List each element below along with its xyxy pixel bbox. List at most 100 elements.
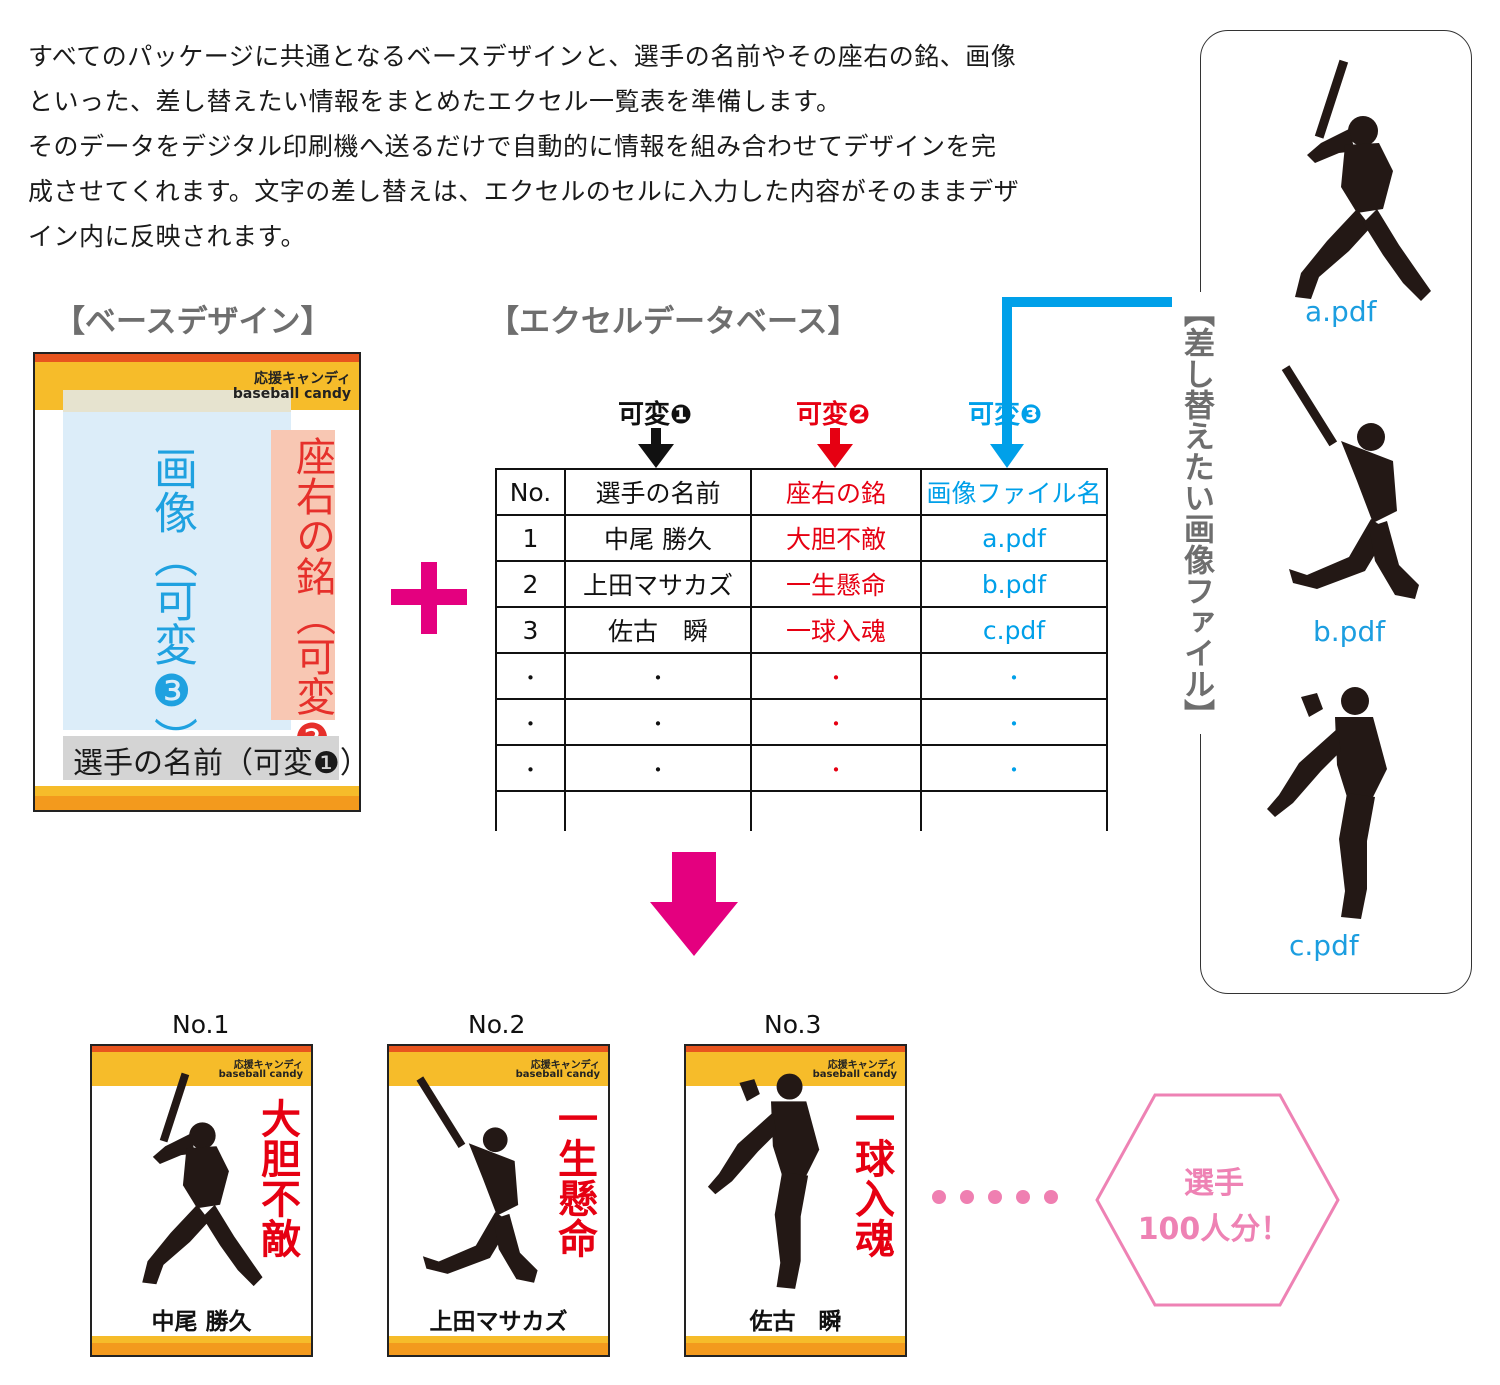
brand-jp: 応援キャンディ [530,1060,600,1071]
image-files-title: 【差し替えたい画像ファイル】 [1174,292,1219,734]
cell-ellipsis: ・ [495,698,566,746]
dot [932,1190,946,1204]
variable-2-label: 可変❷ [796,400,871,430]
database-heading: 【エクセルデータベース】 [488,304,859,340]
pitcher-silhouette-icon [1267,687,1387,919]
cell-ellipsis: ・ [750,652,922,700]
brand-jp: 応援キャンディ [253,371,351,387]
arrow-down-icon [638,428,674,468]
cell-motto: 一生懸命 [750,560,922,608]
cell-no: 3 [495,606,566,654]
dot [1044,1190,1058,1204]
cell-no: 2 [495,560,566,608]
bottom-yellow-band [35,786,359,796]
output-card-3: 応援キャンディ baseball candy 一球入魂 佐古 瞬 [684,1044,907,1357]
batter-silhouette-icon [142,1072,263,1287]
table-row: ・ ・ ・ ・ [495,652,1108,700]
output-card-2: 応援キャンディ baseball candy 一生懸命 上田マサカズ [387,1044,610,1357]
bottom-orange-band [389,1343,608,1355]
summary-line-2: 100人分！ [1137,1212,1291,1247]
cell-ellipsis: ・ [920,698,1108,746]
intro-line: といった、差し替えたい情報をまとめたエクセル一覧表を準備します。 [28,87,842,116]
cell-empty [750,790,922,831]
batter-silhouette-icon [1295,59,1431,301]
brand-en: baseball candy [218,1069,303,1080]
name-variable-label: 選手の名前（可変❶） [73,746,361,781]
bottom-yellow-band [92,1336,311,1343]
swinging-batter-silhouette-icon [1281,365,1419,599]
excel-database-table: No. 選手の名前 座右の銘 画像ファイル名 1 中尾 勝久 大胆不敵 a.pd… [495,468,1108,831]
cell-ellipsis: ・ [495,652,566,700]
bottom-orange-band [686,1343,905,1355]
output-motto: 一生懸命 [551,1098,598,1258]
top-yellow-band [92,1052,311,1086]
pitcher-silhouette-icon [707,1073,820,1289]
table-header-row: No. 選手の名前 座右の銘 画像ファイル名 [495,468,1108,516]
file-b-label: b.pdf [1313,615,1386,648]
cell-ellipsis: ・ [920,652,1108,700]
table-row: ・ ・ ・ ・ [495,744,1108,792]
cell-empty [920,790,1108,831]
dot [988,1190,1002,1204]
table-row: ・ ・ ・ ・ [495,698,1108,746]
output-player-name: 中尾 勝久 [151,1308,252,1335]
summary-line-1: 選手 [1184,1166,1244,1201]
cell-ellipsis: ・ [920,744,1108,792]
image-placeholder [63,390,291,730]
intro-line: 成させてくれます。文字の差し替えは、エクセルのセルに入力した内容がそのままデザ [28,177,1020,206]
base-design-card: 応援キャンディ baseball candy 画像（可変❸） 座右の銘（可変❷）… [33,352,361,812]
swinging-batter-silhouette-icon [416,1076,538,1283]
image-file-connector [990,297,1172,468]
cell-ellipsis: ・ [564,652,752,700]
bottom-orange-band [92,1343,311,1355]
image-variable-label: 画像（可変❸） [146,446,197,761]
file-c-label: c.pdf [1289,929,1359,962]
table-row: 3 佐古 瞬 一球入魂 c.pdf [495,606,1108,654]
intro-line: イン内に反映されます。 [28,222,307,251]
intro-line: そのデータをデジタル印刷機へ送るだけで自動的に情報を組み合わせてデザインを完 [28,132,997,161]
top-red-band [389,1046,608,1052]
output-player-name: 上田マサカズ [429,1308,568,1335]
top-red-band [92,1046,311,1052]
top-red-band [35,354,359,362]
arrow-down-icon [817,428,853,468]
col-motto-header: 座右の銘 [750,468,922,516]
output-1-number: No.1 [172,1010,230,1039]
file-a-label: a.pdf [1305,295,1377,328]
table-row-continuation [495,790,1108,831]
cell-image-file: a.pdf [920,514,1108,562]
col-no-header: No. [495,468,566,516]
col-player-name-header: 選手の名前 [564,468,752,516]
cell-ellipsis: ・ [495,744,566,792]
cell-no: 1 [495,514,566,562]
name-placeholder [63,736,339,780]
output-motto: 大胆不敵 [254,1098,301,1258]
top-red-band [686,1046,905,1052]
cell-player-name: 中尾 勝久 [564,514,752,562]
cell-image-file: c.pdf [920,606,1108,654]
brand-en: baseball candy [515,1069,600,1080]
summary-hexagon [1095,1093,1340,1307]
dot [1016,1190,1030,1204]
plus-icon [421,562,437,634]
intro-text: すべてのパッケージに共通となるベースデザインと、選手の名前やその座右の銘、画像 … [28,34,1118,259]
cell-ellipsis: ・ [750,744,922,792]
cell-player-name: 上田マサカズ [564,560,752,608]
cell-empty [564,790,752,831]
bottom-orange-band [35,796,359,810]
cell-empty [495,790,566,831]
bottom-yellow-band [686,1336,905,1343]
output-card-1: 応援キャンディ baseball candy 大胆不敵 中尾 勝久 [90,1044,313,1357]
cell-ellipsis: ・ [564,698,752,746]
brand-jp: 応援キャンディ [827,1060,897,1071]
result-arrow-icon [650,852,738,956]
dot [960,1190,974,1204]
output-2-number: No.2 [468,1010,526,1039]
motto-placeholder [271,430,335,720]
cell-image-file: b.pdf [920,560,1108,608]
cell-motto: 大胆不敵 [750,514,922,562]
brand-en: baseball candy [812,1069,897,1080]
col-image-file-header: 画像ファイル名 [920,468,1108,516]
brand-en: baseball candy [232,386,351,402]
